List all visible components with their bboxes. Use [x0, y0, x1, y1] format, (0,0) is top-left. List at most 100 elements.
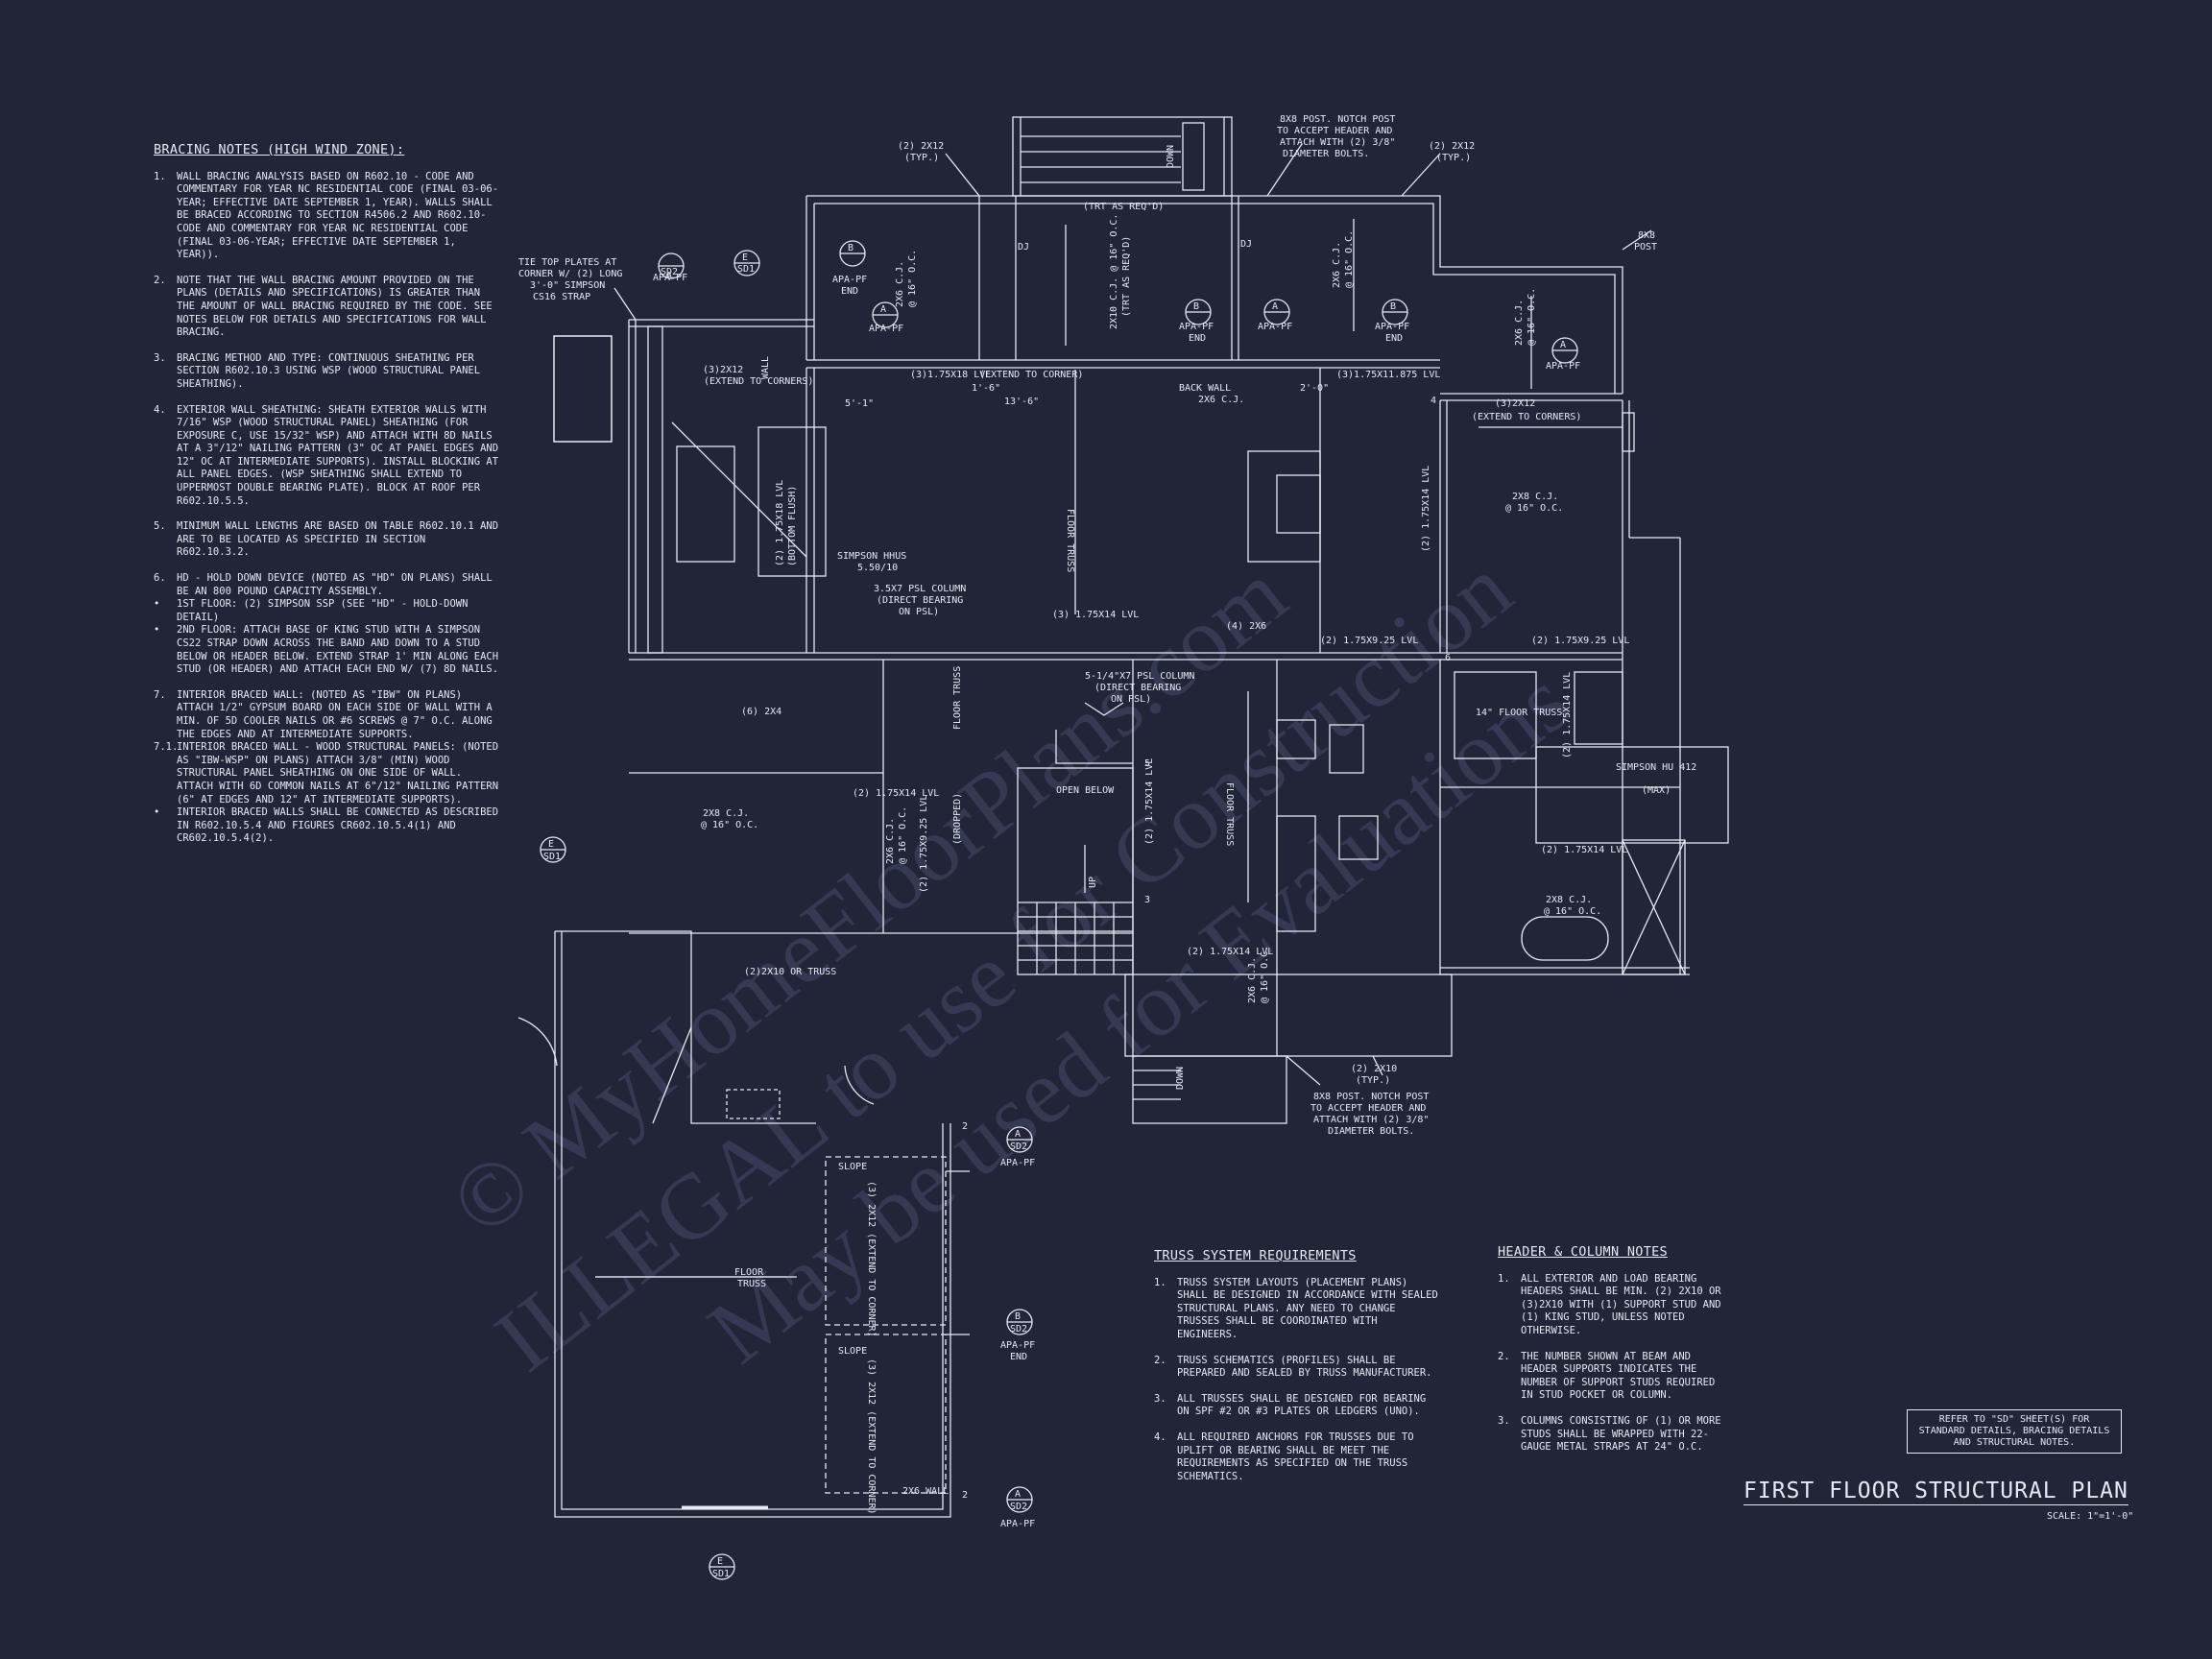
joist-2x10: 2x10 C.J. @ 16" O.C.	[1109, 214, 1119, 329]
header-note-3: 3.COLUMNS CONSISTING OF (1) OR MORE STUD…	[1498, 1415, 1728, 1455]
label-typ-right: (TYP.)	[1436, 153, 1471, 163]
bottom-flush: (BOTTOM FLUSH)	[787, 486, 798, 566]
joist-2x6-b: 2x6 C.J.	[1514, 300, 1525, 346]
bracing-note-6a-text: 1ST FLOOR: (2) SIMPSON SSP (SEE "HD" - H…	[177, 598, 469, 623]
dropped: (DROPPED)	[952, 793, 963, 845]
n4: 4	[1431, 396, 1436, 406]
marker-a-g3: A	[1015, 1489, 1021, 1500]
marker-b-2: B	[1193, 301, 1199, 312]
marker-sd1-left: SD1	[543, 852, 561, 862]
tie-top-1: TIE TOP PLATES AT	[518, 257, 616, 268]
beam-2-175x925: (2) 1.75x9.25 LVL	[1320, 636, 1418, 646]
bracing-note-1-text: WALL BRACING ANALYSIS BASED ON R602.10 -…	[177, 170, 499, 261]
bracing-note-6-text: HD - HOLD DOWN DEVICE (NOTED AS "HD" ON …	[177, 572, 493, 597]
end-3: END	[1385, 333, 1403, 344]
hhus-size: 5.50/10	[857, 563, 898, 573]
slope-1: SLOPE	[838, 1162, 867, 1172]
apa-pf-g1: APA-PF	[1000, 1158, 1035, 1168]
psl-525x7-on: ON PSL)	[1111, 694, 1151, 705]
bracing-notes-heading: BRACING NOTES (HIGH WIND ZONE):	[154, 142, 405, 157]
apa-pf-4: APA-PF	[1546, 361, 1580, 372]
label-3-2x12-right: (3)2x12	[1495, 398, 1535, 409]
dim-1-6: 1'-6"	[972, 383, 1000, 394]
beam-2-175x14-mid: (2) 1.75x14 LVL	[853, 788, 939, 799]
bracing-note-7-text: INTERIOR BRACED WALL: (NOTED AS "IBW" ON…	[177, 688, 493, 740]
joist-2x10-trt: (TRT AS REQ'D)	[1121, 236, 1132, 317]
truss-note-3: 3.ALL TRUSSES SHALL BE DESIGNED FOR BEAR…	[1154, 1393, 1442, 1419]
apa-pf-3: APA-PF	[1258, 322, 1292, 332]
beam-3-175x14: (3) 1.75x14 LVL	[1052, 610, 1139, 620]
post-note-bot-1: 8x8 POST. NOTCH POST	[1313, 1092, 1429, 1102]
marker-sd2-g2: SD2	[1010, 1324, 1027, 1334]
label-wall: WALL	[760, 356, 771, 379]
post-note-top-1: 8x8 POST. NOTCH POST	[1280, 114, 1395, 125]
joist-2x6-a: 2x6 C.J.	[1332, 242, 1342, 288]
header-notes-heading: HEADER & COLUMN NOTES	[1498, 1244, 1668, 1260]
sheet-scale: SCALE: 1"=1'-0"	[2047, 1511, 2134, 1522]
marker-sd2-g3: SD2	[1010, 1502, 1027, 1512]
joist-2x6-e-oc: @ 16" O.C.	[1260, 946, 1270, 1003]
truss-notes-heading: TRUSS SYSTEM REQUIREMENTS	[1154, 1248, 1357, 1263]
beam-2-175x925-b: (2) 1.75x9.25 LVL	[1531, 636, 1629, 646]
truss-note-3-text: ALL TRUSSES SHALL BE DESIGNED FOR BEARIN…	[1177, 1392, 1427, 1418]
n5: 5	[1144, 758, 1150, 769]
beam-2-175x14-v: (2) 1.75x14 LVL	[1421, 466, 1431, 552]
joist-2x6-d: 2x6 C.J.	[885, 818, 896, 864]
bracing-note-4: 4. EXTERIOR WALL SHEATHING: SHEATH EXTERI…	[154, 404, 499, 509]
marker-e-1: E	[742, 252, 748, 263]
truss-note-4: 4.ALL REQUIRED ANCHORS FOR TRUSSES DUE T…	[1154, 1431, 1442, 1483]
simpson-max: (MAX)	[1642, 785, 1671, 796]
marker-a-1: A	[666, 271, 672, 281]
bracing-note-5: 5.MINIMUM WALL LENGTHS ARE BASED ON TABL…	[154, 520, 499, 560]
joist-2x8-r: 2x8 C.J.	[1512, 492, 1558, 502]
apa-pf-end-3: APA-PF	[1375, 322, 1409, 332]
label-8x8: 8x8	[1638, 230, 1655, 241]
floor-truss-mid: FLOOR TRUSS	[952, 666, 963, 730]
bracing-note-2-text: NOTE THAT THE WALL BRACING AMOUNT PROVID…	[177, 274, 493, 339]
bracing-note-7-1: 7.1.INTERIOR BRACED WALL - WOOD STRUCTUR…	[154, 741, 499, 806]
n2-g1: 2	[962, 1121, 968, 1132]
n6: 6	[1445, 653, 1451, 663]
beam-3-175x11875: (3)1.75x11.875 LVL	[1336, 370, 1440, 380]
plan-linework	[517, 116, 1729, 1580]
beam-2-175x14-rb: (2) 1.75x14 LVL	[1541, 845, 1627, 855]
marker-a-4: A	[1560, 340, 1566, 350]
garage-3-2x12-a: (3) 2x12 (EXTEND TO CORNER)	[866, 1181, 877, 1337]
garage-floor: FLOOR	[734, 1267, 764, 1278]
bracing-notes: BRACING NOTES (HIGH WIND ZONE): 1. WALL B…	[154, 142, 499, 858]
bracing-note-1-num: 1.	[154, 170, 166, 182]
bracing-note-5-num: 5.	[154, 520, 166, 533]
label-dj-2: DJ	[1240, 239, 1252, 250]
marker-a-2: A	[880, 304, 886, 315]
dim-2-0: 2'-0"	[1300, 383, 1329, 394]
dim-5-1: 5'-1"	[845, 398, 874, 409]
bracing-note-6b-text: 2ND FLOOR: ATTACH BASE OF KING STUD WITH…	[177, 624, 499, 676]
psl-35x7-db: (DIRECT BEARING	[877, 595, 963, 606]
bracing-note-4-num: 4.	[154, 403, 166, 416]
truss-note-2: 2.TRUSS SCHEMATICS (PROFILES) SHALL BE P…	[1154, 1355, 1442, 1381]
label-post: POST	[1634, 242, 1657, 252]
bracing-note-6a-num: •	[154, 598, 160, 611]
marker-e-left: E	[548, 839, 554, 850]
bracing-note-8-num: •	[154, 806, 160, 819]
bracing-note-4-text: EXTERIOR WALL SHEATHING: SHEATH EXTERIOR…	[177, 403, 499, 507]
header-column-notes: HEADER & COLUMN NOTES 1.ALL EXTERIOR AND…	[1498, 1244, 1728, 1467]
header-note-3-num: 3.	[1498, 1414, 1510, 1427]
bracing-note-3: 3.BRACING METHOD AND TYPE: CONTINUOUS SH…	[154, 352, 499, 392]
garage-outline	[554, 931, 951, 1518]
bracing-note-6a: • 1ST FLOOR: (2) SIMPSON SSP (SEE "HD" - …	[154, 598, 499, 624]
beam-2-175x14-stair: (2) 1.75x14 LVL	[1144, 758, 1155, 845]
beam-2-175x14-r: (2) 1.75x14 LVL	[1562, 672, 1573, 758]
joist-2x6-a-oc: @ 16" O.C.	[1344, 230, 1355, 288]
down-bottom: DOWN	[1175, 1067, 1186, 1090]
truss-note-2-text: TRUSS SCHEMATICS (PROFILES) SHALL BE PRE…	[1177, 1354, 1432, 1380]
post-note-top-4: DIAMETER BOLTS.	[1283, 149, 1369, 159]
refer-note-box: REFER TO "SD" SHEET(S) FOR STANDARD DETA…	[1907, 1409, 2122, 1454]
header-note-2: 2.THE NUMBER SHOWN AT BEAM AND HEADER SU…	[1498, 1351, 1728, 1403]
slope-2: SLOPE	[838, 1346, 867, 1357]
joist-2x8-l: 2x8 C.J.	[703, 808, 749, 819]
top-porch	[1012, 116, 1233, 197]
n3-a: 3	[1144, 895, 1150, 905]
bracing-note-7-1-num: 7.1.	[154, 741, 179, 754]
bracing-note-3-text: BRACING METHOD AND TYPE: CONTINUOUS SHEA…	[177, 351, 481, 390]
